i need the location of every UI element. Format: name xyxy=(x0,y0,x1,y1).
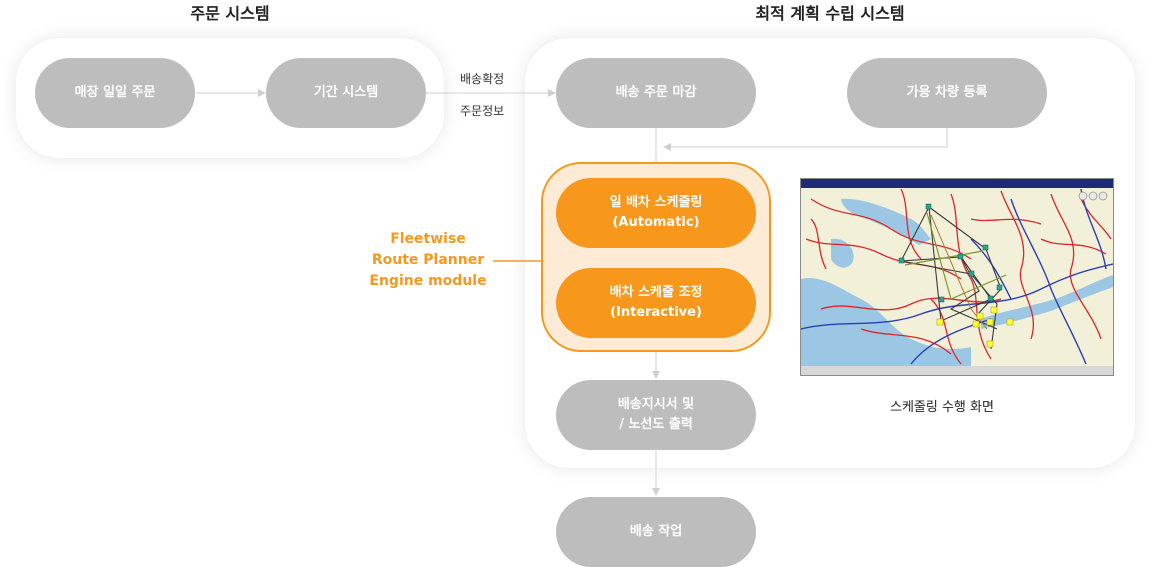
daily-scheduling-node: 일 배차 스케줄링 (Automatic) xyxy=(556,178,756,248)
order-system-title: 주문 시스템 xyxy=(190,4,270,23)
plan-system-title: 최적 계획 수립 시스템 xyxy=(755,4,905,23)
map-status-bar xyxy=(801,366,1113,375)
transfer-label-confirm: 배송확정 xyxy=(460,72,505,86)
order-close-node: 배송 주문 마감 xyxy=(556,58,756,128)
map-drawing xyxy=(801,188,1113,366)
engine-label: Fleetwise Route Planner Engine module xyxy=(369,231,487,289)
store-daily-order-node: 매장 일일 주문 xyxy=(35,58,195,128)
scheduling-screen-map xyxy=(800,178,1114,376)
screen-caption: 스케줄링 수행 화면 xyxy=(890,400,994,415)
delivery-work-node: 배송 작업 xyxy=(556,497,756,567)
arrow-vehicle-to-flow xyxy=(663,128,948,151)
instructions-output-node: 배송지시서 및 / 노선도 출력 xyxy=(556,380,756,450)
vehicle-register-node: 가용 차량 등록 xyxy=(847,58,1047,128)
dispatch-adjust-node: 배차 스케줄 조정 (Interactive) xyxy=(556,268,756,338)
transfer-label-order-info: 주문정보 xyxy=(460,104,505,118)
map-title-bar xyxy=(801,179,1113,188)
period-system-node: 기간 시스템 xyxy=(266,58,426,128)
